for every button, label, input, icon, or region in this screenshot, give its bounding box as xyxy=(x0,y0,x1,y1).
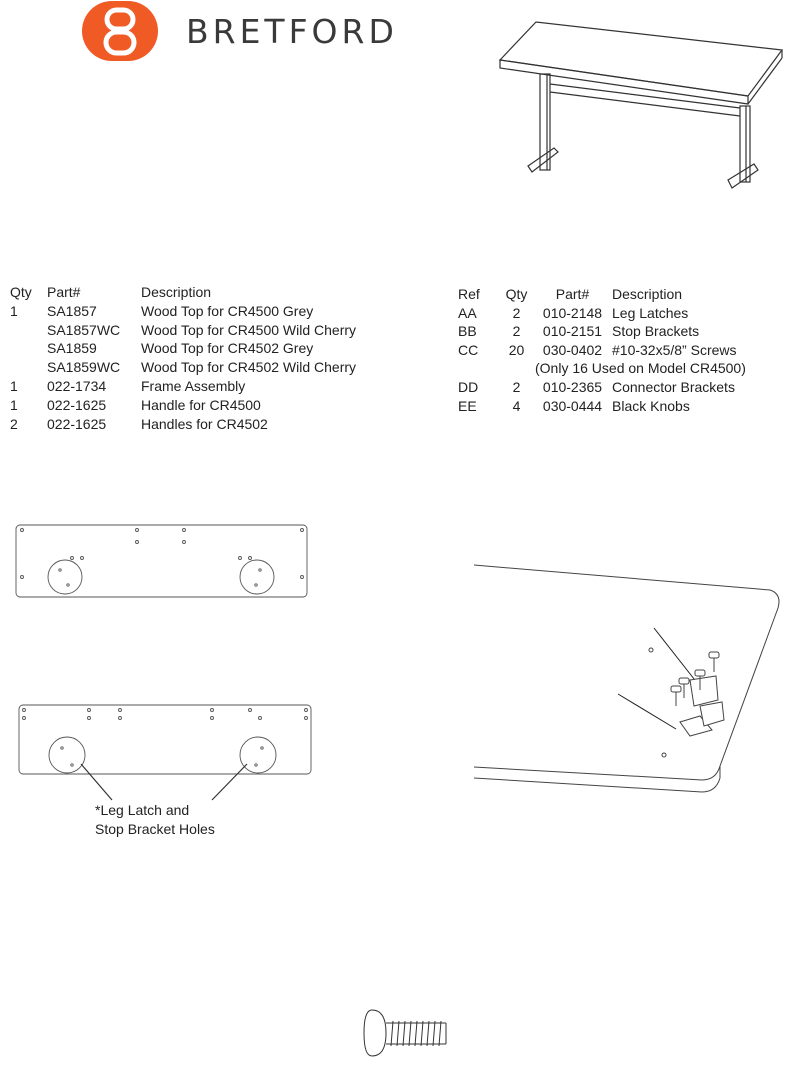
header-part: Part# xyxy=(555,286,590,302)
brand-name: BRETFORD xyxy=(186,12,398,51)
parts-list: Qty Part# Description 1 SA1857 Wood Top … xyxy=(10,283,430,433)
cell-qty: 1 xyxy=(10,302,18,319)
screw-actual-size-icon xyxy=(363,1009,447,1057)
cell-part: SA1859 xyxy=(47,340,97,357)
cell-qty: 2 xyxy=(512,304,521,321)
cell-part: 010-2148 xyxy=(542,304,603,321)
hardware-list-header: Ref Qty Part# Description xyxy=(458,285,788,304)
cc-note: (Only 16 Used on Model CR4500) xyxy=(535,360,746,377)
header-ref: Ref xyxy=(458,286,480,302)
header-description: Description xyxy=(141,284,212,300)
cell-qty: 2 xyxy=(512,378,521,395)
cell-qty: 1 xyxy=(10,396,18,413)
cell-part: 030-0444 xyxy=(542,397,603,414)
table-row: EE 4 030-0444 Black Knobs xyxy=(458,397,788,416)
table-row: SA1857WC Wood Top for CR4500 Wild Cherry xyxy=(10,321,430,340)
cell-description: Wood Top for CR4500 Wild Cherry xyxy=(141,321,357,338)
cell-qty: 1 xyxy=(10,377,18,394)
cell-ref: EE xyxy=(458,397,477,414)
cell-description: Black Knobs xyxy=(612,397,690,414)
cell-description: Handle for CR4500 xyxy=(141,396,261,413)
cell-qty: 20 xyxy=(508,341,525,358)
cell-part: SA1859WC xyxy=(47,359,121,376)
callout-leader-right xyxy=(211,763,248,801)
cell-qty: 4 xyxy=(512,397,521,414)
callout-line-2: Stop Bracket Holes xyxy=(95,821,215,837)
cell-description: Wood Top for CR4502 Wild Cherry xyxy=(141,359,357,376)
cell-qty: 2 xyxy=(512,323,521,340)
table-row: AA 2 010-2148 Leg Latches xyxy=(458,304,788,323)
cell-part: SA1857WC xyxy=(47,321,121,338)
leg-latch-callout: *Leg Latch and Stop Bracket Holes xyxy=(95,801,215,839)
cell-qty xyxy=(10,339,47,358)
cell-description: Wood Top for CR4502 Grey xyxy=(141,340,314,357)
table-row: 1 SA1857 Wood Top for CR4500 Grey xyxy=(10,302,430,321)
table-row: BB 2 010-2151 Stop Brackets xyxy=(458,322,788,341)
table-row: 1 022-1734 Frame Assembly xyxy=(10,377,430,396)
cr4502-top-panel xyxy=(18,704,312,775)
cell-description: Wood Top for CR4500 Grey xyxy=(141,302,314,319)
cell-ref: CC xyxy=(458,341,479,358)
table-row: SA1859WC Wood Top for CR4502 Wild Cherry xyxy=(10,358,430,377)
cell-part: SA1857 xyxy=(47,302,97,319)
table-row: 1 022-1625 Handle for CR4500 xyxy=(10,396,430,415)
bretford-8-logo-icon xyxy=(82,1,158,61)
cell-description: #10-32x5/8” Screws xyxy=(612,341,737,358)
cell-part: 010-2365 xyxy=(542,378,603,395)
cell-description: Stop Brackets xyxy=(612,323,700,340)
cell-description: Leg Latches xyxy=(612,304,689,321)
cell-qty xyxy=(10,321,47,340)
cell-description: Frame Assembly xyxy=(141,377,246,394)
hardware-list: Ref Qty Part# Description AA 2 010-2148 … xyxy=(458,285,788,415)
header-qty: Qty xyxy=(505,286,528,302)
header-qty: Qty xyxy=(10,284,32,300)
cell-part: 022-1625 xyxy=(47,415,107,432)
cell-part: 030-0402 xyxy=(542,341,603,358)
table-row: 2 022-1625 Handles for CR4502 xyxy=(10,415,430,434)
cr4500-top-panel xyxy=(15,524,308,598)
cell-description: Connector Brackets xyxy=(612,378,735,395)
cell-qty xyxy=(10,358,47,377)
table-row: DD 2 010-2365 Connector Brackets xyxy=(458,378,788,397)
table-row: CC 20 030-0402 #10-32x5/8” Screws xyxy=(458,341,788,360)
cell-description: Handles for CR4502 xyxy=(141,415,268,432)
header-part: Part# xyxy=(47,284,81,300)
table-row: SA1859 Wood Top for CR4502 Grey xyxy=(10,339,430,358)
cell-part: 022-1734 xyxy=(47,377,107,394)
cell-ref: AA xyxy=(458,304,477,321)
parts-list-header: Qty Part# Description xyxy=(10,283,430,302)
callout-leader-left xyxy=(80,763,113,801)
header-description: Description xyxy=(612,286,683,302)
table-illustration xyxy=(498,21,784,189)
callout-line-1: *Leg Latch and xyxy=(95,802,190,818)
cell-ref: BB xyxy=(458,323,477,340)
table-corner-detail xyxy=(473,564,780,793)
cell-part: 010-2151 xyxy=(542,323,603,340)
cell-ref: DD xyxy=(458,378,479,395)
cell-qty: 2 xyxy=(10,415,18,432)
cell-part: 022-1625 xyxy=(47,396,107,413)
